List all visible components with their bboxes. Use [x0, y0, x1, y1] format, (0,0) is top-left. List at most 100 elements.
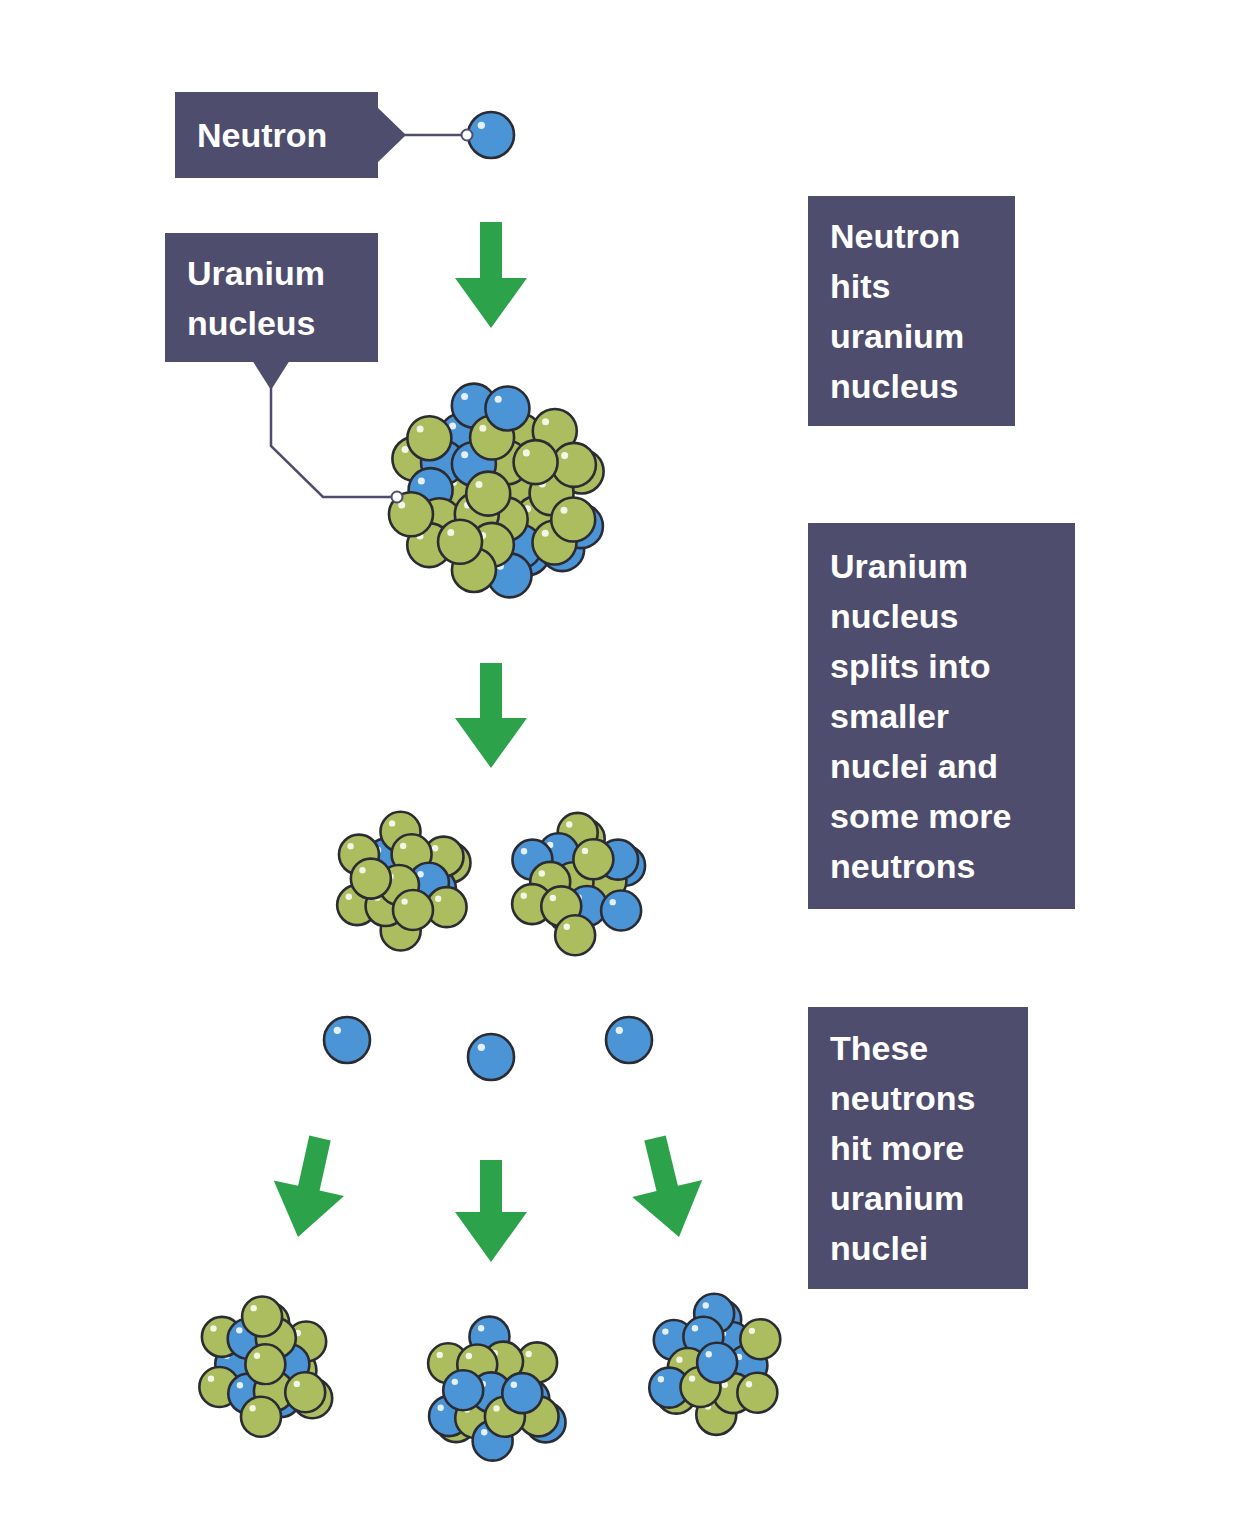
callout-label: Uranium nucleus: [165, 233, 378, 362]
sphere-highlight: [561, 452, 568, 459]
callout-label: Neutron: [175, 92, 378, 178]
neutron-sphere: [502, 1373, 542, 1413]
sphere-highlight: [254, 1353, 260, 1359]
green-arrow: [455, 663, 527, 768]
neutron-sphere: [443, 1370, 483, 1410]
sphere-highlight: [417, 425, 424, 432]
neutron-sphere: [468, 1034, 514, 1080]
sphere-highlight: [746, 1381, 752, 1387]
green-arrow: [274, 1136, 344, 1237]
proton-sphere: [407, 416, 451, 460]
sphere-highlight: [662, 1328, 668, 1334]
sphere-highlight: [401, 898, 407, 904]
sphere-highlight: [418, 477, 425, 484]
sphere-highlight: [435, 896, 441, 902]
sphere-highlight: [250, 1305, 256, 1311]
sphere-highlight: [237, 1382, 243, 1388]
sphere-highlight: [689, 1375, 695, 1381]
sphere-highlight: [359, 867, 365, 873]
sphere-highlight: [346, 894, 352, 900]
proton-sphere: [551, 498, 595, 542]
leader-dot: [392, 492, 403, 503]
sphere-highlight: [560, 507, 567, 514]
box-text: These neutrons hit more uranium nuclei: [830, 1023, 1006, 1273]
nucleus-cluster: [512, 813, 645, 955]
proton-sphere: [241, 1397, 281, 1437]
sphere-highlight: [400, 843, 406, 849]
sphere-highlight: [542, 418, 549, 425]
neutron-sphere: [601, 891, 641, 931]
green-arrow: [455, 222, 527, 328]
proton-sphere: [740, 1319, 780, 1359]
sphere-highlight: [610, 899, 616, 905]
sphere-highlight: [478, 1325, 484, 1331]
step-box: Uranium nucleus splits into smaller nucl…: [808, 523, 1075, 909]
sphere-highlight: [478, 1044, 485, 1051]
sphere-highlight: [294, 1381, 300, 1387]
sphere-highlight: [542, 530, 549, 537]
neutron-sphere: [468, 112, 514, 158]
proton-sphere: [242, 1297, 282, 1337]
proton-sphere: [555, 915, 595, 955]
box-text: Uranium nucleus splits into smaller nucl…: [830, 541, 1053, 891]
sphere-highlight: [523, 449, 530, 456]
sphere-highlight: [475, 481, 482, 488]
sphere-highlight: [566, 821, 572, 827]
proton-sphere: [393, 890, 433, 930]
proton-sphere: [514, 440, 558, 484]
sphere-highlight: [452, 1379, 458, 1385]
callout-pointer: [376, 106, 406, 164]
box-text: Uranium nucleus: [187, 248, 356, 348]
sphere-highlight: [526, 1351, 532, 1357]
sphere-highlight: [703, 1302, 709, 1308]
nucleus-cluster: [389, 384, 604, 598]
nucleus-cluster: [337, 812, 470, 951]
sphere-highlight: [521, 892, 527, 898]
sphere-highlight: [461, 393, 468, 400]
sphere-highlight: [692, 1325, 698, 1331]
step-box: These neutrons hit more uranium nuclei: [808, 1007, 1028, 1289]
leader-line: [404, 134, 464, 137]
proton-sphere: [737, 1373, 777, 1413]
sphere-highlight: [616, 1027, 623, 1034]
sphere-highlight: [539, 870, 545, 876]
sphere-highlight: [582, 848, 588, 854]
sphere-highlight: [481, 1429, 487, 1435]
proton-sphere: [285, 1372, 325, 1412]
leader-dots: [392, 130, 473, 503]
green-arrow: [455, 1160, 527, 1262]
sphere-highlight: [461, 451, 468, 458]
sphere-highlight: [249, 1405, 255, 1411]
sphere-highlight: [479, 425, 486, 432]
sphere-highlight: [236, 1327, 242, 1333]
proton-sphere: [351, 859, 391, 899]
sphere-highlight: [437, 1352, 443, 1358]
sphere-highlight: [334, 1027, 341, 1034]
leader-line: [271, 385, 393, 497]
sphere-highlight: [432, 845, 438, 851]
sphere-highlight: [478, 122, 485, 129]
green-arrow: [632, 1135, 702, 1237]
sphere-highlight: [564, 924, 570, 930]
sphere-highlight: [466, 1353, 472, 1359]
proton-sphere: [245, 1344, 285, 1384]
nucleus-cluster: [649, 1294, 780, 1435]
sphere-highlight: [550, 895, 556, 901]
neutron-sphere: [324, 1017, 370, 1063]
leader-dot: [462, 130, 473, 141]
sphere-highlight: [402, 446, 409, 453]
nucleus-cluster: [199, 1297, 332, 1437]
sphere-highlight: [521, 848, 527, 854]
proton-sphere: [389, 492, 433, 536]
nucleus-cluster: [428, 1317, 565, 1461]
sphere-highlight: [208, 1375, 214, 1381]
neutron-sphere: [485, 386, 529, 430]
sphere-highlight: [493, 1405, 499, 1411]
sphere-highlight: [447, 529, 454, 536]
sphere-highlight: [658, 1376, 664, 1382]
proton-sphere: [438, 520, 482, 564]
sphere-highlight: [511, 1382, 517, 1388]
sphere-highlight: [749, 1328, 755, 1334]
sphere-highlight: [347, 843, 353, 849]
